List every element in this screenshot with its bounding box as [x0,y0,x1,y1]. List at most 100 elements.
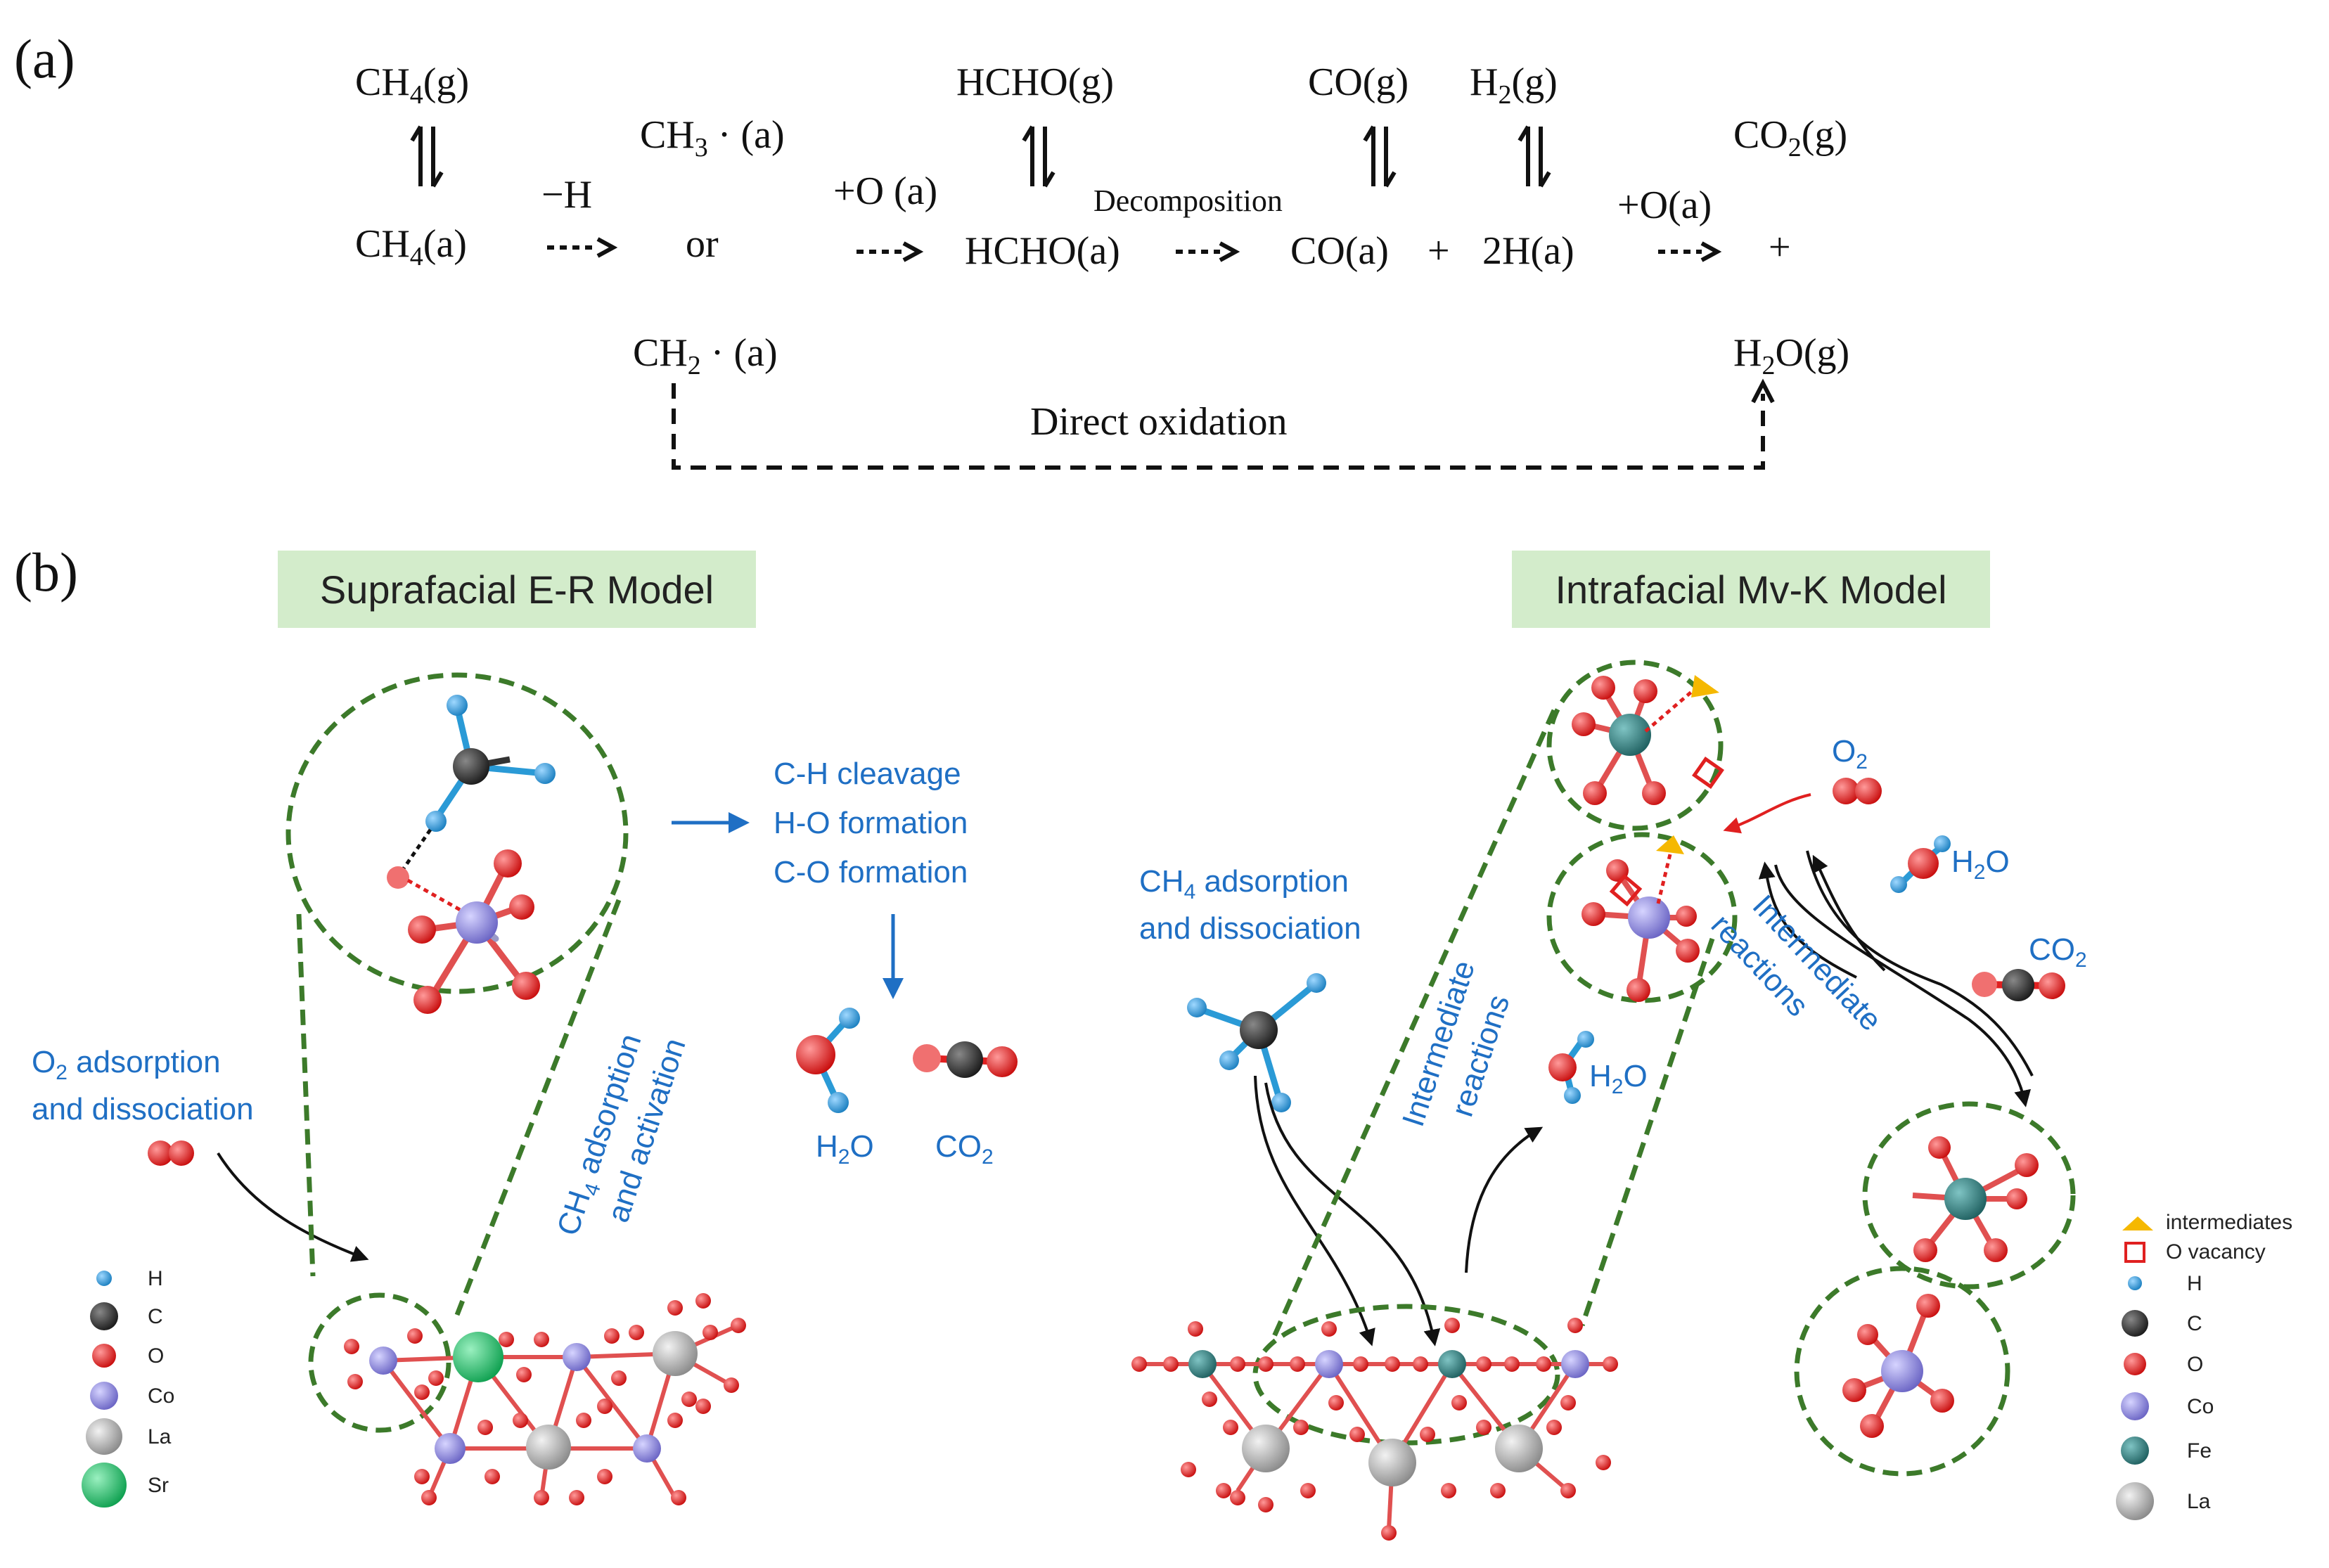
surface-atom-o [597,1469,612,1484]
surface-atom-o [1451,1395,1467,1410]
o2-to-vacancy-arrow [1723,793,1811,834]
left-perovskite-surface [344,1293,746,1505]
legend-fe-right: Fe [2187,1439,2212,1463]
legend-h-left: H [148,1267,163,1290]
surface-atom-o [513,1413,528,1428]
surface-atom-o [499,1332,514,1347]
surface-atom-o [1444,1318,1460,1333]
h2o-gas: H2O(g) [1733,331,1849,380]
right-perovskite-surface [1131,1318,1618,1541]
surface-atom-o [1258,1356,1273,1372]
zoom-connector-right [454,899,622,1316]
surface-atom-o [1560,1395,1576,1410]
surface-atom-o [1321,1321,1337,1337]
o2-to-surface-arrow [217,1152,369,1262]
co2-molecule-left [913,1041,1018,1078]
surface-atom-o [1385,1356,1400,1372]
surface-atom-o [1353,1356,1368,1372]
left-model-title-box [278,551,756,628]
co2-gas: CO2(g) [1733,113,1847,162]
o2-molecule-left [148,1140,194,1166]
atom-o [408,915,436,944]
right-zoom-circle-middle [1546,832,1738,1003]
left-legend: H C O Co La Sr [82,1267,174,1508]
atom-h [425,811,447,832]
surface-atom-o [695,1399,711,1414]
surface-atom-o [1328,1395,1344,1410]
left-model-title: Suprafacial E-R Model [320,567,714,612]
co2-molecule-right [1972,969,2065,1001]
surface-atom-o [421,1490,437,1505]
h2-gas: H2(g) [1470,60,1558,110]
co-gas: CO(g) [1308,60,1409,104]
surface-atom-o [516,1367,532,1382]
atom-o [509,894,534,920]
legend-sr-left: Sr [148,1474,169,1497]
surface-atom-o [1216,1483,1231,1498]
ch4-activation-label: CH4 adsorption and activation [551,1030,693,1240]
legend-co-left: Co [148,1384,174,1408]
surface-atom-o [576,1413,591,1428]
plus-sign-2: + [1769,226,1791,269]
left-zoom-circle [285,672,629,1014]
surface-atom-o [1223,1420,1238,1435]
dotted-arrow-1 [547,237,618,258]
surface-atom-o [1413,1356,1428,1372]
surface-atom-co [1315,1350,1343,1378]
plus-sign-1: + [1427,229,1450,273]
surface-atom-o [1230,1356,1245,1372]
o2-molecule-right [1833,778,1882,804]
surface-atom-co [1561,1350,1589,1378]
step-ch-cleavage: C-H cleavage [774,757,961,791]
surface-atom-o [477,1420,493,1435]
atom-c [453,748,489,785]
panel-b-label: (b) [14,541,78,603]
surface-atom-o [1188,1321,1203,1337]
atom-h [447,695,468,716]
equilibrium-arrow-ch4 [410,125,444,188]
ch4-gas: CH4(g) [355,60,469,110]
ch4-molecule-right [1187,973,1326,1112]
legend-la-right: La [2187,1490,2211,1513]
ch2-adsorbed: CH2 · (a) [633,331,778,380]
surface-atom-o [681,1392,697,1407]
surface-atom-o [671,1490,686,1505]
co-adsorbed: CO(a) [1290,229,1389,273]
legend-la-left: La [148,1425,172,1448]
surface-atom-o [1293,1420,1309,1435]
atom-o [494,849,522,878]
surface-atom-o [724,1377,739,1393]
h2o-label-right-a: H2O [1951,844,2010,884]
o2-dissociation-label: and dissociation [32,1092,254,1126]
surface-atom-o [534,1490,549,1505]
ch4-adsorption-label-right: CH4 adsorption [1139,864,1349,904]
atom-o-adsorbed [387,866,409,889]
surface-atom-la [526,1425,571,1470]
surface-atom-o [1476,1420,1491,1435]
legend-vacancy-icon [2124,1242,2145,1263]
step-co-formation: C-O formation [774,855,968,889]
minus-h-label: −H [541,173,592,217]
surface-atom-o [428,1370,444,1386]
surface-atom-o [1546,1420,1562,1435]
surface-atom-o [702,1325,718,1340]
legend-o-left: O [148,1344,164,1368]
surface-atom-o [611,1370,627,1386]
surface-atom-o [597,1399,612,1414]
surface-atom-la [1495,1425,1543,1472]
hcho-gas: HCHO(g) [956,60,1114,104]
ch3-adsorbed: CH3 · (a) [640,113,785,162]
surface-atom-o [667,1300,683,1316]
surface-atom-o [1420,1427,1435,1442]
surface-atom-sr [453,1332,503,1382]
surface-atom-o [1441,1483,1456,1498]
surface-atom-o [1349,1427,1365,1442]
surface-atom-o [344,1339,359,1354]
surface-atom-o [731,1318,746,1333]
equilibrium-arrow-hcho [1022,125,1056,188]
right-model-title: Intrafacial Mv-K Model [1555,567,1946,612]
legend-c-right: C [2187,1312,2202,1335]
right-model-title-box [1512,551,1990,628]
surface-atom-fe [1438,1350,1466,1378]
surface-to-h2o-arrow [1465,1126,1544,1273]
